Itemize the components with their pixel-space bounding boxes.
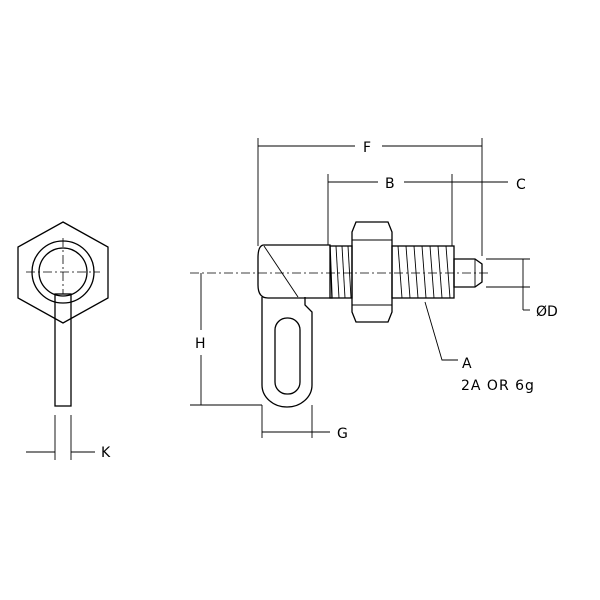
label-h: H: [195, 336, 206, 352]
dimension-c: C: [452, 177, 526, 193]
dimension-k: K: [26, 415, 111, 461]
dimension-b: B: [327, 174, 453, 246]
label-f: F: [363, 140, 371, 156]
label-a: A: [462, 356, 472, 372]
dimension-f: F: [257, 138, 483, 256]
thread-lines-front: [397, 245, 451, 299]
dimension-h: H: [190, 273, 262, 406]
end-view: K: [17, 221, 111, 461]
callout-a: A 2A OR 6g: [424, 301, 535, 394]
plunger-head: [257, 244, 333, 299]
dimension-d: ØD: [486, 258, 558, 320]
side-view: [190, 221, 488, 408]
thread-lines-rear: [335, 245, 352, 299]
hex-nut: [351, 221, 393, 323]
handle-tab: [261, 297, 313, 408]
label-thread-class: 2A OR 6g: [461, 378, 535, 394]
dimension-g: G: [261, 405, 348, 442]
handle-slot: [274, 317, 301, 395]
hex-nut-outline: [17, 221, 109, 324]
label-k: K: [101, 445, 111, 461]
label-g: G: [337, 426, 348, 442]
head-bevel: [263, 245, 299, 298]
label-b: B: [385, 176, 395, 192]
handle-stem: [54, 293, 72, 407]
label-d: ØD: [536, 304, 558, 320]
label-c: C: [516, 177, 526, 193]
